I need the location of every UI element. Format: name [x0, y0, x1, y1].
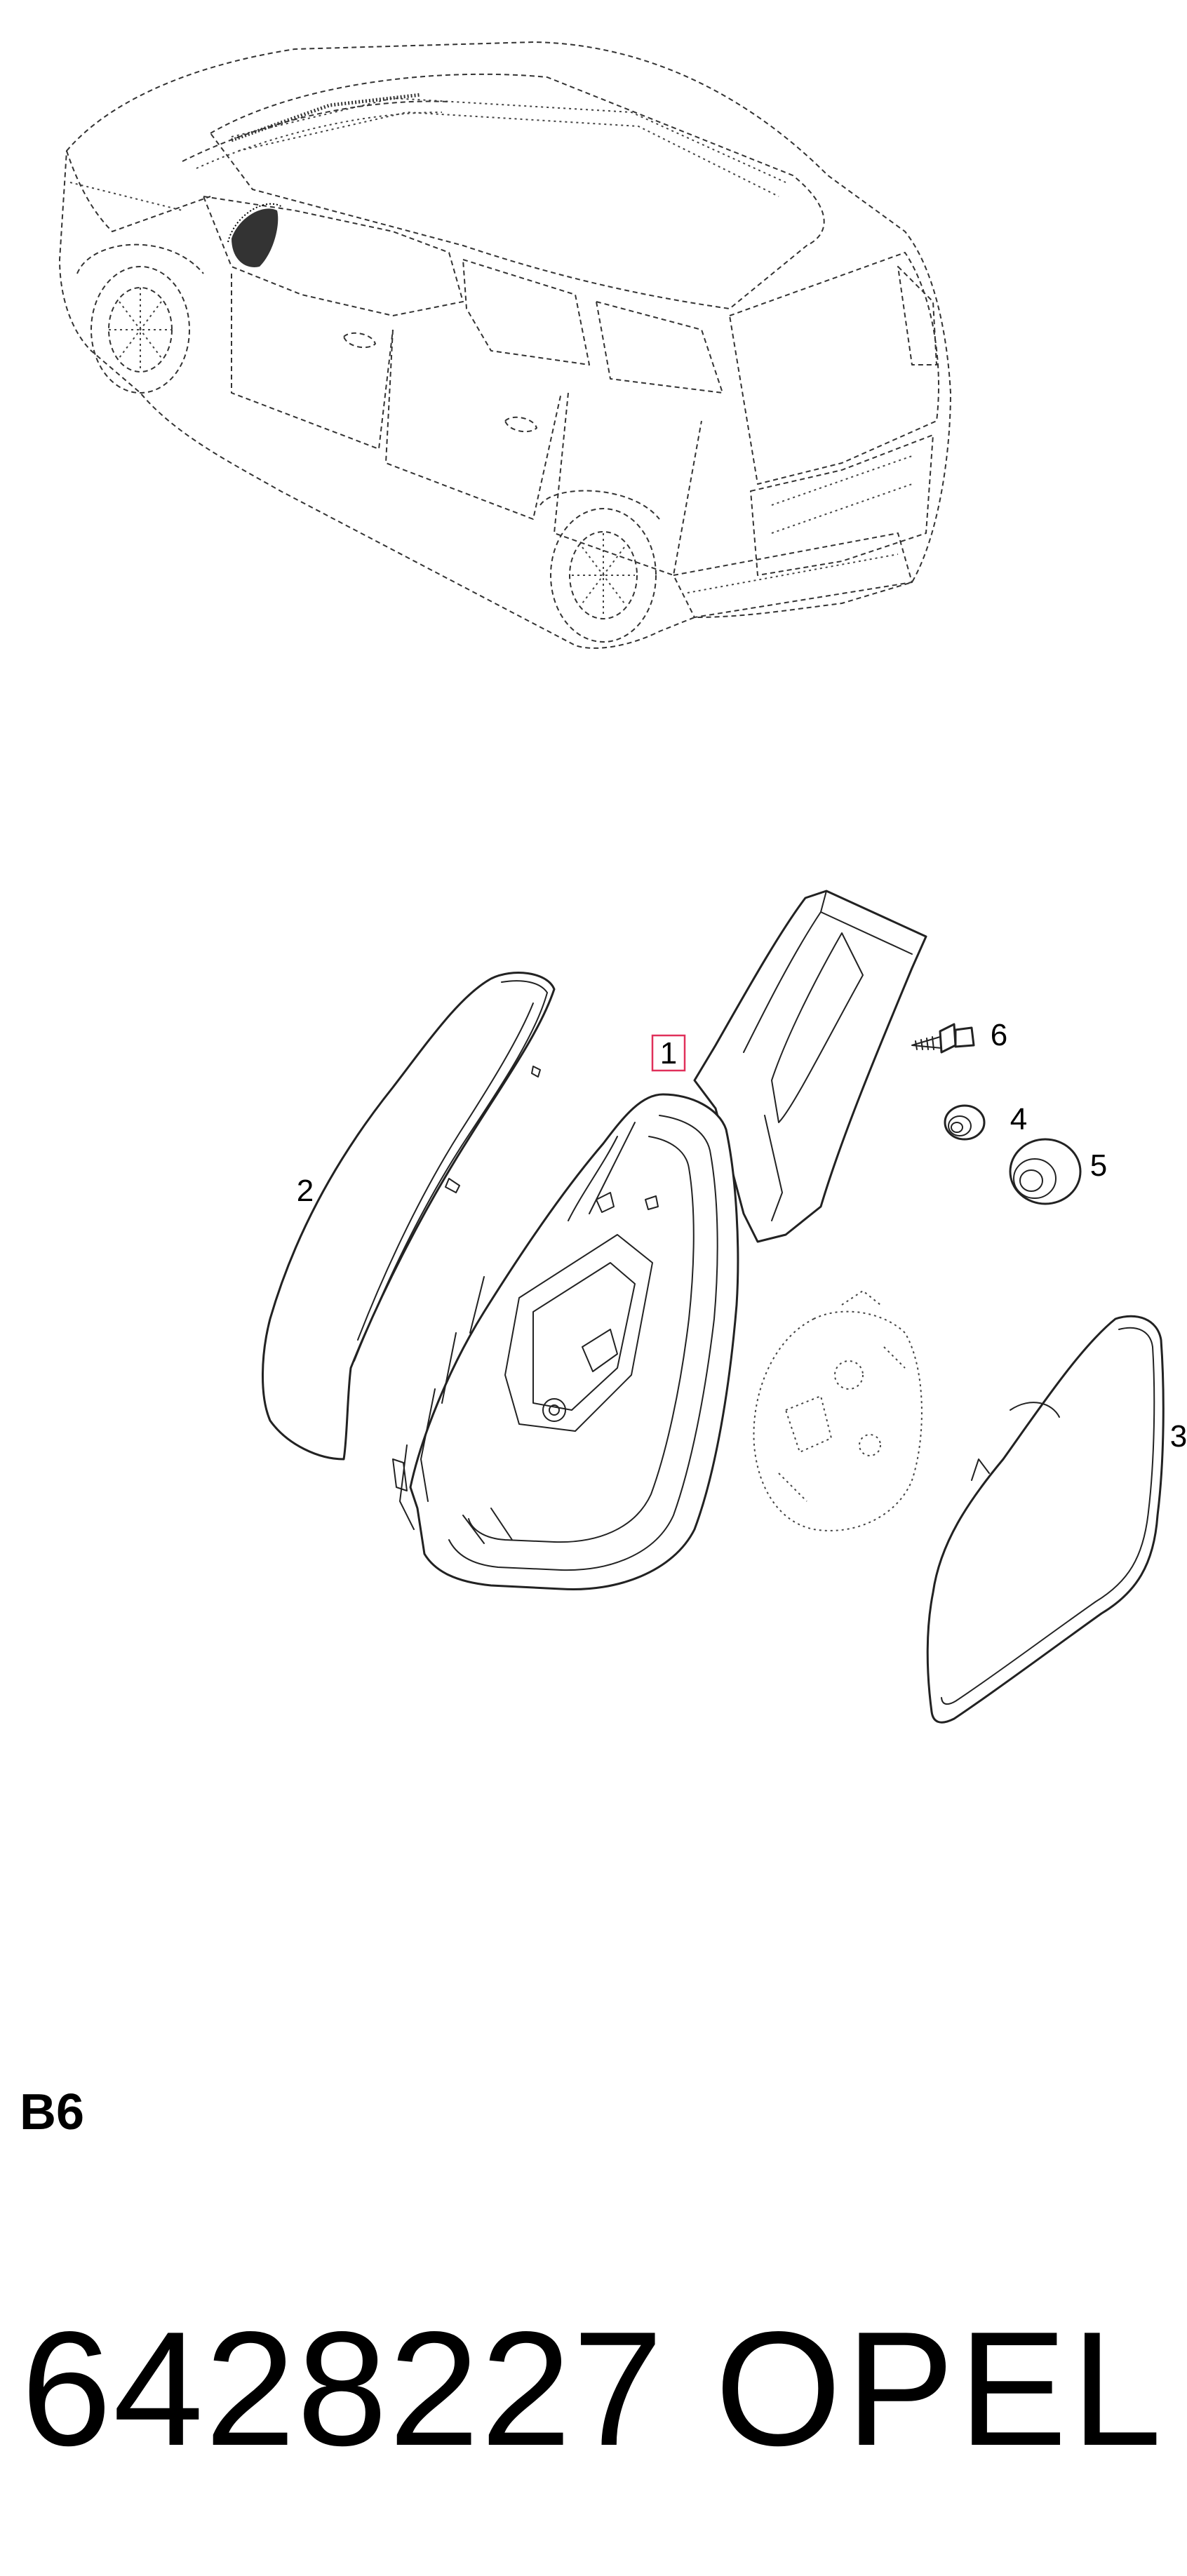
callout-4-label: 4 [1010, 1102, 1027, 1136]
mirror-housing-assembly-illustration [392, 890, 927, 1591]
large-grommet-illustration [1009, 1138, 1082, 1205]
callout-1: 1 [651, 1034, 686, 1072]
callout-3-label: 3 [1170, 1419, 1187, 1454]
screw-illustration [911, 1023, 975, 1054]
callout-6-label: 6 [991, 1018, 1007, 1052]
brand-name: OPEL [715, 2298, 1166, 2480]
callout-1-label: 1 [660, 1036, 677, 1071]
mirror-glass-illustration [926, 1315, 1165, 1724]
callout-5-label: 5 [1090, 1148, 1107, 1183]
part-number: 6428227 [21, 2298, 665, 2480]
small-grommet-illustration [944, 1104, 986, 1141]
section-code: B6 [20, 2084, 85, 2140]
glass-backing-plate-illustration [753, 1290, 923, 1531]
callout-2-label: 2 [297, 1174, 314, 1208]
mirror-cover-cap-illustration [262, 972, 556, 1461]
callout-1-box [651, 1034, 686, 1072]
vehicle-overview-illustration [59, 41, 951, 649]
